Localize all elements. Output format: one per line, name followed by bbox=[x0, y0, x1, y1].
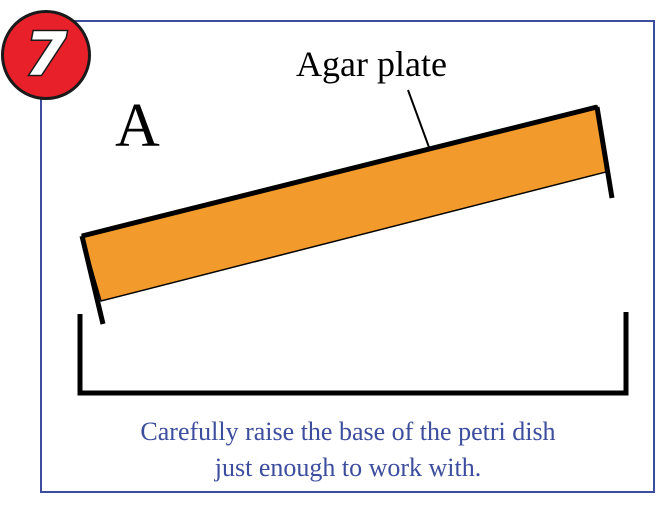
petri-dish-base bbox=[77, 312, 629, 396]
lid-left-wall bbox=[79, 235, 106, 325]
agar-plate bbox=[81, 105, 607, 302]
callout-leader-line bbox=[407, 89, 431, 151]
step-number-badge: 7 bbox=[1, 10, 91, 100]
panel-letter: A bbox=[115, 92, 160, 160]
step-number: 7 bbox=[24, 19, 69, 92]
caption-line-2: just enough to work with. bbox=[214, 453, 482, 482]
lid-right-wall bbox=[594, 106, 615, 199]
step-caption: Carefully raise the base of the petri di… bbox=[60, 414, 636, 486]
caption-line-1: Carefully raise the base of the petri di… bbox=[140, 417, 556, 446]
agar-top-edge bbox=[81, 104, 598, 239]
agar-plate-label: Agar plate bbox=[296, 44, 447, 84]
